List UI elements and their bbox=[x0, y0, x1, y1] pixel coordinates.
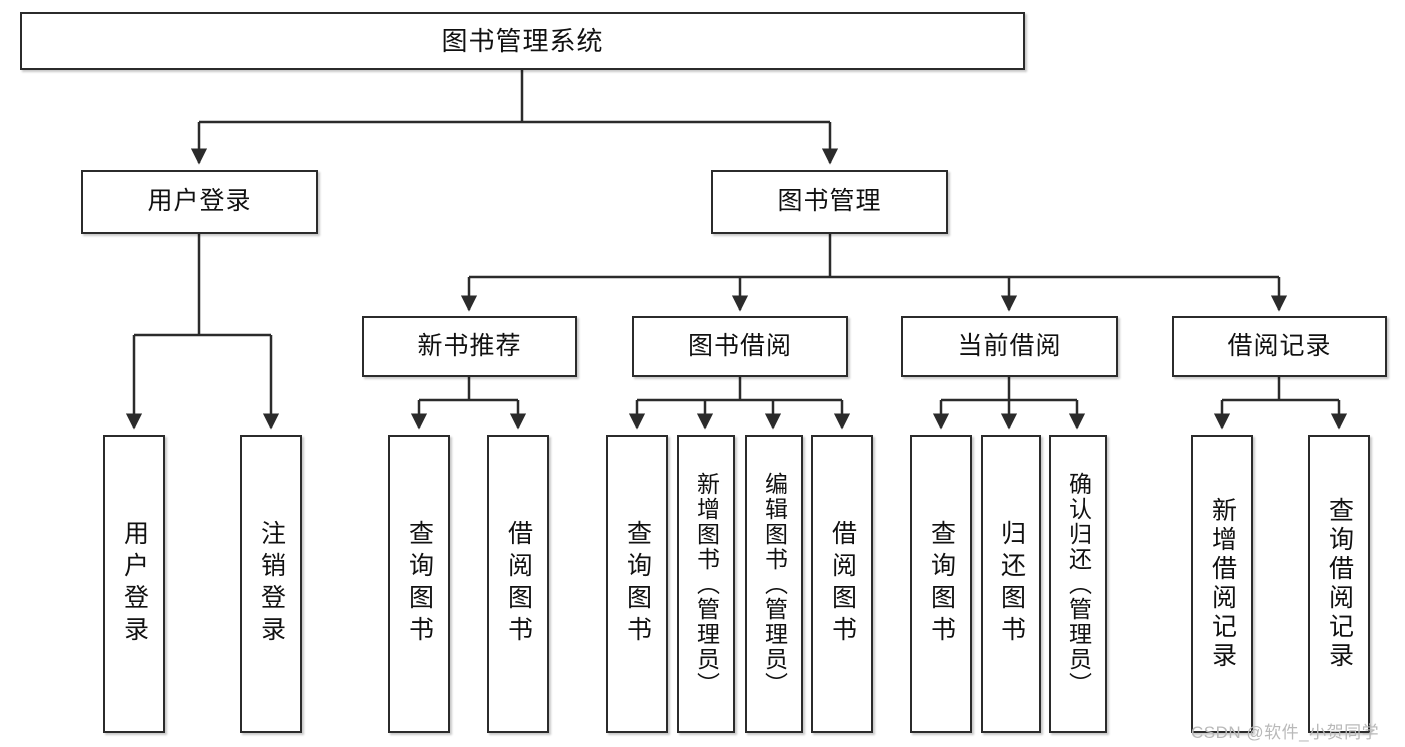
node-root-book-management-system[interactable]: 图书管理系统 bbox=[20, 12, 1025, 70]
leaf-confirm-return-admin[interactable]: 确认归还（管理员） bbox=[1049, 435, 1107, 733]
node-label: 查询图书 bbox=[623, 520, 652, 648]
node-label: 查询图书 bbox=[927, 520, 956, 648]
node-book-borrow[interactable]: 图书借阅 bbox=[632, 316, 848, 377]
leaf-query-borrow-record[interactable]: 查询借阅记录 bbox=[1308, 435, 1370, 733]
node-label: 新增图书（管理员） bbox=[693, 471, 720, 697]
node-label: 编辑图书（管理员） bbox=[761, 471, 788, 697]
leaf-add-borrow-record[interactable]: 新增借阅记录 bbox=[1191, 435, 1253, 733]
node-label: 图书管理系统 bbox=[441, 25, 604, 56]
csdn-watermark: CSDN @软件_小贺同学 bbox=[1191, 723, 1380, 742]
node-label: 用户登录 bbox=[147, 187, 252, 216]
node-label: 借阅图书 bbox=[504, 520, 533, 648]
leaf-borrow-book[interactable]: 借阅图书 bbox=[811, 435, 873, 733]
node-label: 注销登录 bbox=[257, 520, 286, 648]
leaf-query-book-borrow[interactable]: 查询图书 bbox=[606, 435, 668, 733]
leaf-borrow-book-recommend[interactable]: 借阅图书 bbox=[487, 435, 549, 733]
leaf-add-book-admin[interactable]: 新增图书（管理员） bbox=[677, 435, 735, 733]
leaf-logout-login[interactable]: 注销登录 bbox=[240, 435, 302, 733]
node-label: 确认归还（管理员） bbox=[1065, 471, 1092, 697]
node-label: 当前借阅 bbox=[957, 331, 1062, 360]
node-label: 借阅记录 bbox=[1227, 331, 1332, 360]
leaf-edit-book-admin[interactable]: 编辑图书（管理员） bbox=[745, 435, 803, 733]
leaf-query-book-current[interactable]: 查询图书 bbox=[910, 435, 972, 733]
node-new-book-recommend[interactable]: 新书推荐 bbox=[362, 316, 577, 377]
node-user-login[interactable]: 用户登录 bbox=[81, 170, 318, 234]
leaf-return-book[interactable]: 归还图书 bbox=[981, 435, 1041, 733]
node-label: 查询图书 bbox=[405, 520, 434, 648]
node-book-management[interactable]: 图书管理 bbox=[711, 170, 948, 234]
node-label: 图书借阅 bbox=[687, 331, 792, 360]
node-label: 查询借阅记录 bbox=[1325, 497, 1354, 671]
node-label: 借阅图书 bbox=[828, 520, 857, 648]
node-label: 图书管理 bbox=[777, 187, 882, 216]
node-label: 归还图书 bbox=[997, 520, 1026, 648]
leaf-query-book-recommend[interactable]: 查询图书 bbox=[388, 435, 450, 733]
node-label: 新增借阅记录 bbox=[1208, 497, 1237, 671]
leaf-user-login[interactable]: 用户登录 bbox=[103, 435, 165, 733]
node-label: 用户登录 bbox=[120, 520, 149, 648]
node-label: 新书推荐 bbox=[417, 331, 522, 360]
node-borrow-record[interactable]: 借阅记录 bbox=[1172, 316, 1387, 377]
node-current-borrow[interactable]: 当前借阅 bbox=[901, 316, 1118, 377]
